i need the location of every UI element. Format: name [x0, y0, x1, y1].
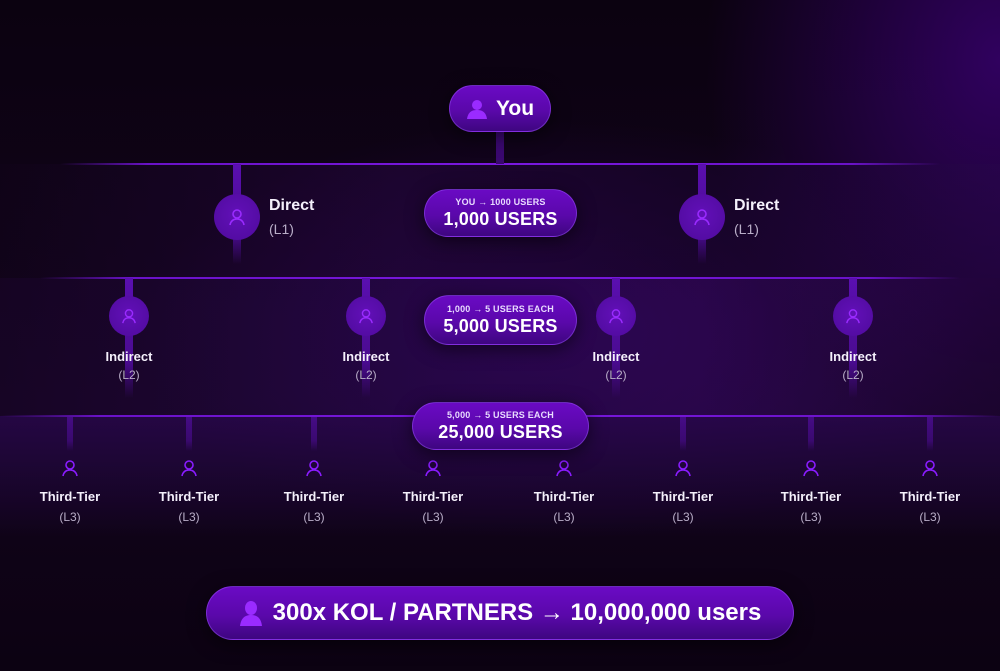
l3-node-1-sub: (L3): [59, 510, 81, 524]
user-outline-icon: [180, 459, 198, 477]
user-outline-icon: [228, 208, 246, 226]
l3-node-1-title: Third-Tier: [39, 489, 101, 504]
user-outline-icon: [845, 308, 861, 324]
l3-node-8-title: Third-Tier: [899, 489, 961, 504]
user-filled-icon: [239, 600, 263, 626]
l2-node-2: [346, 296, 386, 336]
summary-label: 300x KOL / PARTNERS → 10,000,000 users: [272, 599, 762, 626]
l2-node-1-title: Indirect: [105, 349, 153, 364]
l2-badge-formula: 1,000 → 5 USERS EACH: [446, 304, 555, 314]
root-stem: [496, 130, 504, 164]
user-outline-icon: [121, 308, 137, 324]
l2-stem-3: [612, 278, 620, 398]
l3-node-7-sub: (L3): [800, 510, 822, 524]
l3-node-3-title: Third-Tier: [283, 489, 345, 504]
l3-stem-8: [927, 417, 933, 451]
l2-stem-4: [849, 278, 857, 398]
user-outline-icon: [61, 459, 79, 477]
l3-node-4-sub: (L3): [422, 510, 444, 524]
user-outline-icon: [802, 459, 820, 477]
l1-count-badge: YOU → 1000 USERS 1,000 USERS: [424, 189, 577, 237]
l1-node-2: [679, 194, 725, 240]
l3-node-2-title: Third-Tier: [158, 489, 220, 504]
l2-node-1-sub: (L2): [118, 368, 140, 382]
l3-node-4-title: Third-Tier: [402, 489, 464, 504]
l1-node-1-sub: (L1): [269, 221, 294, 237]
l3-node-5-sub: (L3): [553, 510, 575, 524]
summary-banner: 300x KOL / PARTNERS → 10,000,000 users: [206, 586, 794, 640]
l2-node-3-sub: (L2): [605, 368, 627, 382]
l3-stem-6: [680, 417, 686, 451]
l3-node-3-sub: (L3): [303, 510, 325, 524]
user-filled-icon: [466, 99, 488, 119]
l2-stem-1: [125, 278, 133, 398]
l2-node-1: [109, 296, 149, 336]
root-you-node: You: [449, 85, 551, 132]
l2-node-4-sub: (L2): [842, 368, 864, 382]
user-outline-icon: [424, 459, 442, 477]
user-outline-icon: [921, 459, 939, 477]
user-outline-icon: [693, 208, 711, 226]
l2-node-3: [596, 296, 636, 336]
l3-node-6-sub: (L3): [672, 510, 694, 524]
l1-node-2-sub: (L1): [734, 221, 759, 237]
l3-stem-2: [186, 417, 192, 451]
l3-node-6-title: Third-Tier: [652, 489, 714, 504]
user-outline-icon: [608, 308, 624, 324]
level-2-connector: [40, 277, 960, 279]
l2-count-badge: 1,000 → 5 USERS EACH 5,000 USERS: [424, 295, 577, 345]
l3-node-8-sub: (L3): [919, 510, 941, 524]
l3-node-5-title: Third-Tier: [533, 489, 595, 504]
l3-badge-formula: 5,000 → 5 USERS EACH: [446, 410, 555, 420]
l3-node-7-title: Third-Tier: [780, 489, 842, 504]
user-outline-icon: [555, 459, 573, 477]
l2-node-4-title: Indirect: [829, 349, 877, 364]
l3-count-badge: 5,000 → 5 USERS EACH 25,000 USERS: [412, 402, 589, 450]
l2-node-2-title: Indirect: [342, 349, 390, 364]
l1-badge-formula: YOU → 1000 USERS: [455, 197, 546, 207]
l1-node-1-title: Direct: [269, 197, 315, 214]
l3-badge-total: 25,000 USERS: [438, 422, 563, 442]
l2-node-4: [833, 296, 873, 336]
l3-node-2-sub: (L3): [178, 510, 200, 524]
l3-stem-3: [311, 417, 317, 451]
l3-stem-7: [808, 417, 814, 451]
l1-badge-total: 1,000 USERS: [443, 209, 558, 229]
l2-badge-total: 5,000 USERS: [443, 316, 558, 336]
root-label: You: [495, 96, 535, 120]
user-outline-icon: [358, 308, 374, 324]
l1-node-1: [214, 194, 260, 240]
l2-stem-2: [362, 278, 370, 398]
user-outline-icon: [674, 459, 692, 477]
level-1-connector: [60, 163, 940, 165]
l1-node-2-title: Direct: [734, 197, 780, 214]
l2-node-2-sub: (L2): [355, 368, 377, 382]
l3-stem-1: [67, 417, 73, 451]
l2-node-3-title: Indirect: [592, 349, 640, 364]
user-outline-icon: [305, 459, 323, 477]
